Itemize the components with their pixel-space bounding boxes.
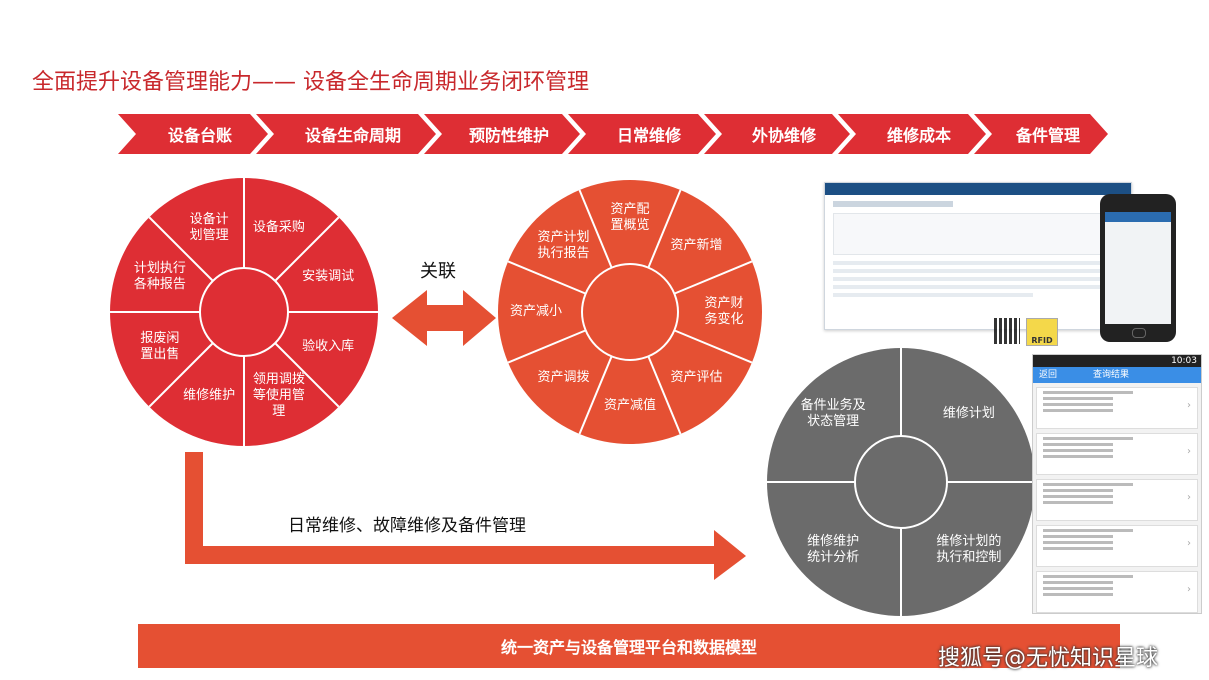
midCircle-divider <box>507 260 587 295</box>
step-label: 备件管理 <box>1015 126 1080 145</box>
chevron-right-icon: › <box>1187 538 1191 549</box>
gray-circle <box>767 348 1035 616</box>
step-label: 日常维修 <box>616 126 681 145</box>
page-title: 全面提升设备管理能力—— 设备全生命周期业务闭环管理 <box>32 70 589 95</box>
midCircle-divider <box>578 189 613 269</box>
chevron-right-icon: › <box>1187 400 1191 411</box>
flow-arrow <box>185 452 746 580</box>
midCircle-divider <box>578 355 613 435</box>
step-label: 外协维修 <box>751 126 816 145</box>
circle_left-label-8: 计划执行 各种报告 <box>133 261 186 293</box>
circle_left-label-6: 维修维护 <box>183 388 236 404</box>
midCircle-divider <box>673 260 753 295</box>
circle_gray-label-2: 维修计划的 执行和控制 <box>936 533 1002 565</box>
list-item[interactable]: › <box>1036 571 1198 613</box>
midCircle-divider <box>647 189 682 269</box>
leftCircle-hub <box>199 267 289 357</box>
circle_left-label-1: 设备计 划管理 <box>189 211 229 243</box>
circle_middle-label-6: 资产调拨 <box>537 370 590 386</box>
circle_gray-label-1: 维修计划 <box>942 406 995 422</box>
circle_middle-label-5: 资产减值 <box>604 398 657 413</box>
circle_middle-label-4: 资产评估 <box>670 370 723 386</box>
midCircle-divider <box>647 355 682 435</box>
circle_left-label-2: 设备采购 <box>252 219 305 235</box>
step-5: 外协维修 <box>704 114 850 154</box>
list-item[interactable]: › <box>1036 387 1198 429</box>
status-bar-time: 10:03 <box>1033 355 1201 367</box>
circle_gray-label-3: 维修维护 统计分析 <box>807 533 860 565</box>
circle_middle-label-8: 资产计划 执行报告 <box>537 229 590 261</box>
mobile-screenshot: 10:03 返回 查询结果 › › › › › <box>1032 354 1202 614</box>
midCircle-hub <box>581 263 679 361</box>
circle_left-label-3: 安装调试 <box>302 269 355 285</box>
qr-code-icon <box>994 318 1020 344</box>
platform-bar: 统一资产与设备管理平台和数据模型 <box>138 624 1120 668</box>
leftCircle-divider <box>274 216 340 282</box>
step-label: 设备台账 <box>167 126 232 145</box>
relation-double-arrow <box>392 290 496 346</box>
middle-circle <box>498 180 762 444</box>
phone-device <box>1100 194 1176 342</box>
circle_left-label-7: 报废闲 置出售 <box>140 330 180 362</box>
circle_middle-label-7: 资产减小 <box>510 304 563 319</box>
leftCircle-divider <box>148 342 214 408</box>
list-item[interactable]: › <box>1036 479 1198 521</box>
flow-label: 日常维修、故障维修及备件管理 <box>288 516 526 536</box>
step-label: 设备生命周期 <box>304 126 401 145</box>
leftCircle-divider <box>274 342 340 408</box>
step-2: 设备生命周期 <box>256 114 436 154</box>
leftCircle-divider <box>148 216 214 282</box>
chevron-right-icon: › <box>1187 446 1191 457</box>
step-7: 备件管理 <box>974 114 1108 154</box>
midCircle-divider <box>507 329 587 364</box>
list-item[interactable]: › <box>1036 433 1198 475</box>
back-button[interactable]: 返回 <box>1039 370 1058 380</box>
circle_middle-label-3: 资产财 务变化 <box>704 296 744 327</box>
chevron-right-icon: › <box>1187 584 1191 595</box>
rfid-icon: RFID <box>1026 318 1058 346</box>
grayCircle-hub <box>854 435 948 529</box>
list-item[interactable]: › <box>1036 525 1198 567</box>
circle_left-label-4: 验收入库 <box>302 338 355 354</box>
step-6: 维修成本 <box>838 114 986 154</box>
midCircle-divider <box>673 329 753 364</box>
circle_middle-label-1: 资产配 置概览 <box>610 202 650 233</box>
step-3: 预防性维护 <box>424 114 580 154</box>
step-label: 维修成本 <box>886 126 951 145</box>
circle_gray-label-4: 备件业务及 状态管理 <box>800 398 866 430</box>
left-circle <box>110 178 378 446</box>
desktop-screenshot <box>824 182 1132 330</box>
chevron-right-icon: › <box>1187 492 1191 503</box>
circle_middle-label-2: 资产新增 <box>670 237 723 253</box>
phone-screen-title: 查询结果 <box>1093 370 1130 380</box>
watermark: 搜狐号@无忧知识星球 <box>938 646 1159 671</box>
relation-label: 关联 <box>420 261 456 282</box>
step-label: 预防性维护 <box>468 126 549 145</box>
circle_left-label-5: 领用调拨 等使用管 理 <box>252 372 305 420</box>
step-1: 设备台账 <box>118 114 268 154</box>
step-4: 日常维修 <box>568 114 716 154</box>
